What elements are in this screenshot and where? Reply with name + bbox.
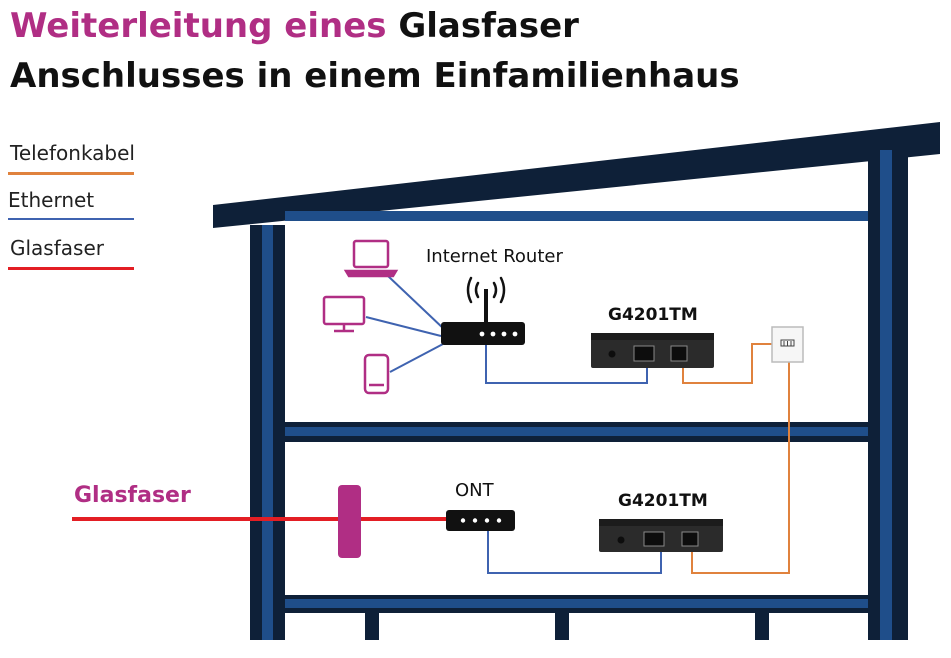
- wifi-link-laptop: [387, 275, 446, 331]
- monitor-icon: [322, 295, 366, 333]
- cables: [72, 275, 790, 574]
- ethernet-upper: [485, 345, 648, 384]
- telefon-upper: [682, 343, 772, 384]
- fiber-connector-icon: [338, 485, 361, 558]
- ont-label: ONT: [455, 480, 495, 501]
- legend-glasfaser-line: [8, 267, 134, 270]
- ceiling-beam: [285, 211, 868, 221]
- wifi-link-monitor: [365, 316, 442, 337]
- post: [555, 613, 569, 640]
- device-lower-label: G4201TM: [618, 491, 708, 511]
- telefon-lower: [691, 362, 790, 574]
- ont-icon: [446, 510, 515, 531]
- legend-telefonkabel-label: Telefonkabel: [10, 141, 135, 165]
- g4201tm-upper: [591, 333, 714, 368]
- legend-telefonkabel-line: [8, 172, 134, 175]
- g4201tm-lower: [599, 519, 723, 552]
- legend-glasfaser-label: Glasfaser: [10, 236, 104, 260]
- legend-ethernet-line: [8, 218, 134, 220]
- device-upper-label: G4201TM: [608, 305, 698, 325]
- post: [755, 613, 769, 640]
- laptop-icon: [343, 239, 399, 278]
- title-rest: Glasfaser: [398, 6, 579, 46]
- smartphone-icon: [363, 353, 390, 395]
- wifi-router-icon: [441, 276, 525, 345]
- page-title-line1: Weiterleitung eines Glasfaser: [10, 6, 579, 46]
- router-label: Internet Router: [426, 246, 563, 267]
- legend-ethernet-label: Ethernet: [8, 188, 95, 212]
- roof: [213, 122, 940, 228]
- post: [365, 613, 379, 640]
- fiber-incoming-label: Glasfaser: [74, 483, 191, 508]
- title-accent: Weiterleitung eines: [10, 6, 387, 46]
- phone-socket-icon: [771, 326, 804, 363]
- house-structure: [213, 122, 940, 640]
- wifi-link-phone: [389, 343, 444, 373]
- ethernet-lower: [487, 531, 662, 574]
- page-title-line2: Anschlusses in einem Einfamilienhaus: [10, 56, 740, 96]
